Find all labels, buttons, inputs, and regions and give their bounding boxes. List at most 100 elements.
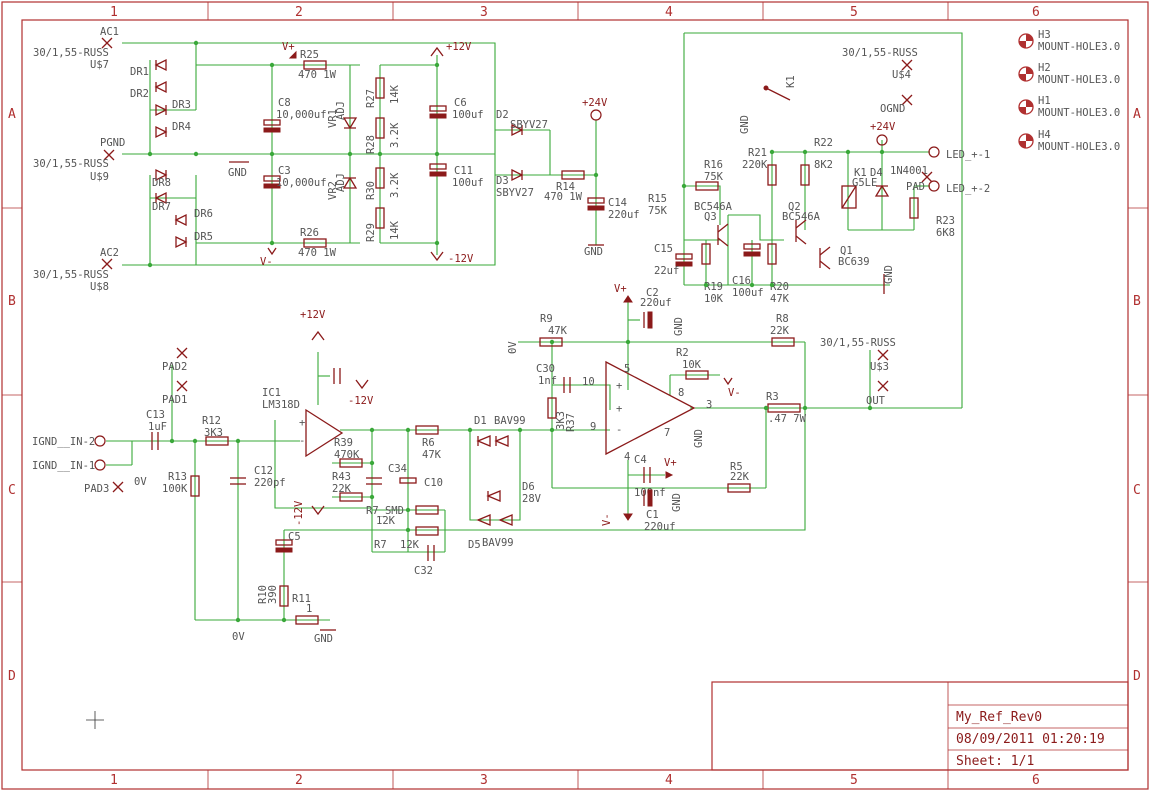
capacitor-c1[interactable]: C1 220uf: [643, 489, 676, 533]
capacitor-c16[interactable]: C16 100uf: [732, 243, 764, 299]
relay-contact-k1[interactable]: K1: [763, 75, 797, 101]
svg-text:+: +: [616, 403, 622, 415]
resistor-r3[interactable]: R3 .47 7W: [766, 391, 807, 425]
resistor-r37[interactable]: R37 3K3: [547, 397, 577, 432]
resistor-r7[interactable]: R7 12K: [374, 526, 439, 551]
led-terminal-minus[interactable]: PAD LED_+-2: [906, 171, 990, 195]
diode-dr3[interactable]: DR3: [155, 99, 191, 117]
diode-d3[interactable]: D3 SBYV27: [496, 168, 534, 199]
resistor-r9[interactable]: R9 47K: [539, 313, 568, 347]
capacitor-c13[interactable]: C13 1uF: [146, 409, 167, 450]
connector-inst: U$7: [90, 59, 109, 71]
diode-dr7[interactable]: DR7: [152, 191, 171, 213]
resistor-r15[interactable]: R15 75K: [648, 193, 668, 217]
connector-out[interactable]: 30/1,55-RUSS U$3 OUT: [820, 337, 896, 407]
transistor-q3[interactable]: BC546A Q3: [694, 201, 733, 247]
resistor-r22[interactable]: R22 8K2: [800, 137, 833, 186]
relay-wires: [683, 32, 963, 408]
led-terminal-plus[interactable]: LED_+-1: [928, 146, 990, 161]
regulator-vr2[interactable]: VR2 ADJ: [327, 173, 358, 200]
mount-hole-h3[interactable]: H3 MOUNT-HOLE3.0: [1018, 29, 1120, 53]
diode-d6[interactable]: D6 28V: [486, 481, 542, 505]
capacitor-c11[interactable]: C11 100uf: [429, 163, 484, 189]
svg-text:GND: GND: [883, 265, 895, 284]
resistor-r14[interactable]: R14 470 1W: [544, 170, 585, 203]
diode-d4[interactable]: D4 1N4001: [870, 165, 928, 197]
diode-d2[interactable]: D2 SBYV27: [496, 109, 548, 137]
resistor-r21[interactable]: R21 220K: [742, 147, 777, 186]
gnd-symbol-c1: GND: [671, 493, 683, 512]
resistor-r13[interactable]: R13 100K: [162, 471, 200, 497]
capacitor-c10[interactable]: C10: [399, 477, 443, 489]
resistor-r39[interactable]: R39 470K: [334, 437, 363, 468]
capacitor-c5[interactable]: C5: [275, 531, 301, 553]
connector-part: 30/1,55-RUSS: [820, 337, 896, 349]
connector-ogn[interactable]: 30/1,55-RUSS U$4 OGND: [842, 47, 918, 115]
part-ref: IC1: [262, 387, 281, 399]
resistor-r7-smd[interactable]: R7_SMD 12K: [366, 505, 439, 527]
pad-pad3[interactable]: PAD3: [84, 481, 124, 495]
resistor-r23[interactable]: R23 6K8: [909, 197, 955, 239]
resistor-r2[interactable]: R2 10K: [676, 347, 709, 380]
capacitor-c6[interactable]: C6 100uf: [429, 97, 484, 121]
resistor-r28[interactable]: R28 3.2K: [365, 117, 401, 154]
mount-hole-h2[interactable]: H2 MOUNT-HOLE3.0: [1018, 62, 1120, 86]
col-label: 4: [665, 5, 673, 20]
resistor-r27[interactable]: R27 14K: [365, 77, 401, 108]
resistor-r26[interactable]: R26 470 1W: [298, 227, 337, 259]
connector-ac1[interactable]: AC1 30/1,55-RUSS U$7: [33, 26, 119, 71]
diode-dr5[interactable]: DR5: [175, 231, 213, 249]
relay-coil-k1[interactable]: K1 G5LE: [841, 167, 877, 209]
connector-pgnd[interactable]: PGND 30/1,55-RUSS U$9: [33, 137, 125, 183]
part-value: 100K: [162, 483, 188, 495]
transistor-q2[interactable]: Q2 BC546A: [782, 201, 821, 245]
part-value: 3K3: [555, 411, 567, 430]
pad-pad1[interactable]: PAD1: [162, 380, 188, 406]
diode-d5[interactable]: D5 BAV99: [468, 514, 514, 551]
gnd-symbol-q1: GND: [883, 265, 895, 294]
resistor-r11[interactable]: R11 1: [292, 593, 319, 625]
capacitor-c12[interactable]: C12 220pf: [230, 465, 286, 489]
capacitor-c30[interactable]: C30 1nf: [536, 363, 571, 393]
capacitor-c34[interactable]: C34: [366, 463, 407, 485]
resistor-r6[interactable]: R6 47K: [415, 425, 442, 461]
diode-dr8[interactable]: DR8: [152, 168, 171, 189]
capacitor-c32[interactable]: C32: [414, 545, 435, 577]
pad-pad2[interactable]: PAD2: [162, 347, 188, 373]
resistor-r16[interactable]: R16 75K: [695, 159, 724, 191]
resistor-r19[interactable]: R19 10K: [701, 243, 724, 305]
diode-dr6[interactable]: DR6: [174, 208, 213, 227]
input-terminal-in1[interactable]: IGND__IN-1: [32, 459, 106, 472]
capacitor-c15[interactable]: C15 22uf: [654, 243, 693, 277]
resistor-r5[interactable]: R5 22K: [727, 461, 751, 493]
part-ref: R15: [648, 193, 667, 205]
resistor-r43[interactable]: R43 22K: [332, 471, 363, 502]
transistor-q1[interactable]: Q1 BC639: [819, 245, 870, 270]
svg-text:LED_+-1: LED_+-1: [946, 149, 990, 161]
capacitor-c2[interactable]: C2 220uf: [640, 287, 672, 329]
capacitor-c3[interactable]: C3 10,000uf: [263, 165, 327, 189]
input-terminal-in2[interactable]: IGND__IN-2: [32, 435, 106, 448]
opamp-output[interactable]: + + - 10 9 3 8 5 4 7: [582, 360, 712, 463]
connector-ac2[interactable]: AC2 30/1,55-RUSS U$8: [33, 247, 119, 293]
resistor-r30[interactable]: R30 3.2K: [365, 167, 401, 200]
regulator-vr1[interactable]: VR1 ADJ: [327, 101, 358, 130]
part-ref: D1: [474, 415, 487, 427]
resistor-r12[interactable]: R12 3K3: [202, 415, 229, 446]
capacitor-c8[interactable]: C8 10,000uf: [263, 97, 327, 133]
diode-d1[interactable]: D1 BAV99: [474, 415, 526, 447]
mount-hole-h4[interactable]: H4 MOUNT-HOLE3.0: [1018, 129, 1120, 153]
resistor-r8[interactable]: R8 22K: [770, 313, 795, 347]
capacitor-c14[interactable]: C14 220uf: [587, 197, 640, 221]
resistor-r29[interactable]: R29 14K: [365, 207, 401, 242]
resistor-r25[interactable]: R25 470 1W: [298, 49, 337, 81]
opamp-ic1[interactable]: + - IC1 LM318D: [262, 387, 344, 458]
resistor-r20[interactable]: R20 47K: [767, 243, 790, 305]
row-label: A: [1133, 107, 1141, 122]
diode-dr1[interactable]: DR1: [130, 58, 167, 78]
diode-dr4[interactable]: DR4: [155, 121, 191, 139]
mount-hole-h1[interactable]: H1 MOUNT-HOLE3.0: [1018, 95, 1120, 119]
resistor-r10[interactable]: R10 390: [257, 585, 289, 607]
diode-dr2[interactable]: DR2: [130, 80, 167, 100]
vminus-label-r2: V-: [723, 377, 741, 399]
